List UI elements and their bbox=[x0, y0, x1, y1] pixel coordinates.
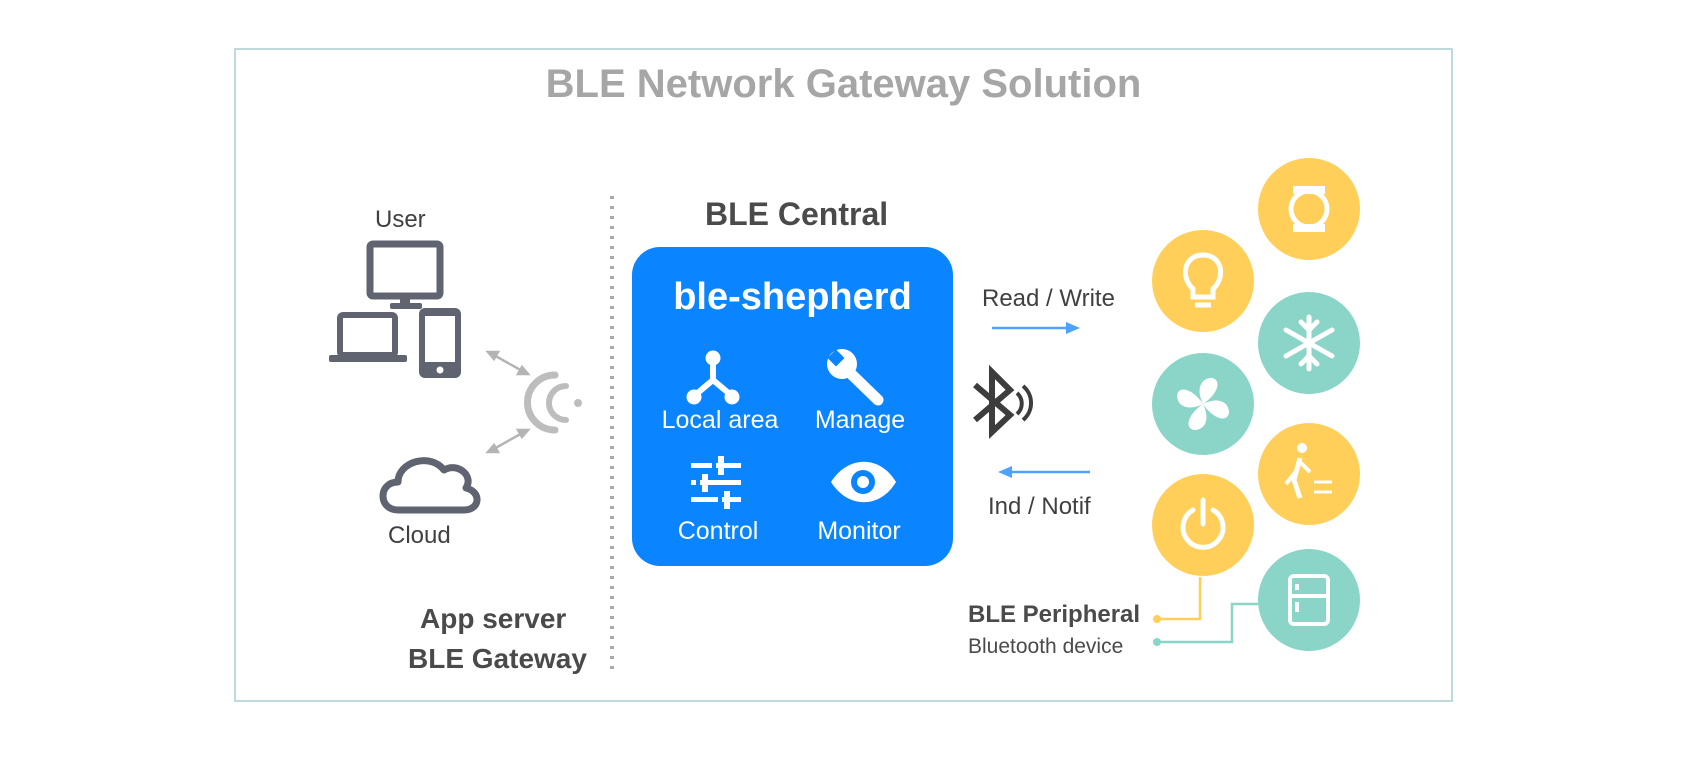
feature-monitor: Monitor bbox=[817, 517, 901, 545]
ble-shepherd-title: ble-shepherd bbox=[673, 276, 912, 318]
device-fan bbox=[1152, 353, 1254, 455]
desktop-monitor-icon bbox=[366, 240, 444, 309]
refrigerator-icon bbox=[1288, 574, 1330, 626]
fan-icon bbox=[1177, 378, 1229, 430]
smartphone-icon bbox=[419, 308, 461, 378]
sliders-icon bbox=[691, 456, 741, 509]
device-ac bbox=[1258, 292, 1360, 394]
ble-central-label: BLE Central bbox=[705, 196, 889, 232]
watch-icon bbox=[1288, 186, 1330, 232]
power-icon bbox=[1180, 497, 1226, 550]
device-motion bbox=[1258, 423, 1360, 525]
device-light bbox=[1152, 230, 1254, 332]
device-power bbox=[1152, 474, 1254, 576]
double-arrow-cloud bbox=[485, 428, 531, 454]
feature-control: Control bbox=[677, 517, 759, 545]
diagram-title: BLE Network Gateway Solution bbox=[545, 62, 1142, 106]
lightbulb-icon bbox=[1182, 252, 1224, 308]
network-nodes-icon bbox=[686, 350, 740, 405]
wrench-icon bbox=[827, 349, 884, 406]
bluetooth-device-label: Bluetooth device bbox=[968, 635, 1124, 658]
read-write-label: Read / Write bbox=[982, 285, 1115, 312]
feature-local-area: Local area bbox=[661, 406, 779, 434]
peripheral-connector-yellow bbox=[1157, 577, 1202, 621]
peripheral-connector-dot-teal bbox=[1153, 638, 1161, 646]
app-server-label: App server bbox=[420, 603, 567, 634]
cloud-label: Cloud bbox=[388, 522, 451, 549]
laptop-icon bbox=[329, 312, 407, 362]
ble-peripheral-label: BLE Peripheral bbox=[968, 601, 1141, 628]
ble-shepherd-box bbox=[632, 247, 953, 566]
peripheral-connector-dot-yellow bbox=[1153, 615, 1161, 623]
feature-manage: Manage bbox=[814, 406, 906, 434]
peripheral-connector-teal bbox=[1157, 602, 1258, 644]
eye-icon bbox=[831, 461, 896, 503]
read-write-arrow bbox=[992, 322, 1080, 334]
cloud-icon bbox=[379, 457, 481, 514]
double-arrow-user bbox=[485, 350, 531, 376]
user-label: User bbox=[375, 206, 426, 233]
wireless-signal-icon bbox=[524, 371, 582, 434]
ble-gateway-label: BLE Gateway bbox=[408, 643, 587, 674]
device-watch bbox=[1258, 158, 1360, 260]
ind-notif-label: Ind / Notif bbox=[988, 493, 1091, 520]
snowflake-icon bbox=[1283, 314, 1335, 372]
device-fridge bbox=[1258, 549, 1360, 651]
motion-sensor-icon bbox=[1284, 443, 1332, 499]
ind-notif-arrow bbox=[998, 466, 1090, 478]
bluetooth-icon bbox=[973, 364, 1034, 439]
